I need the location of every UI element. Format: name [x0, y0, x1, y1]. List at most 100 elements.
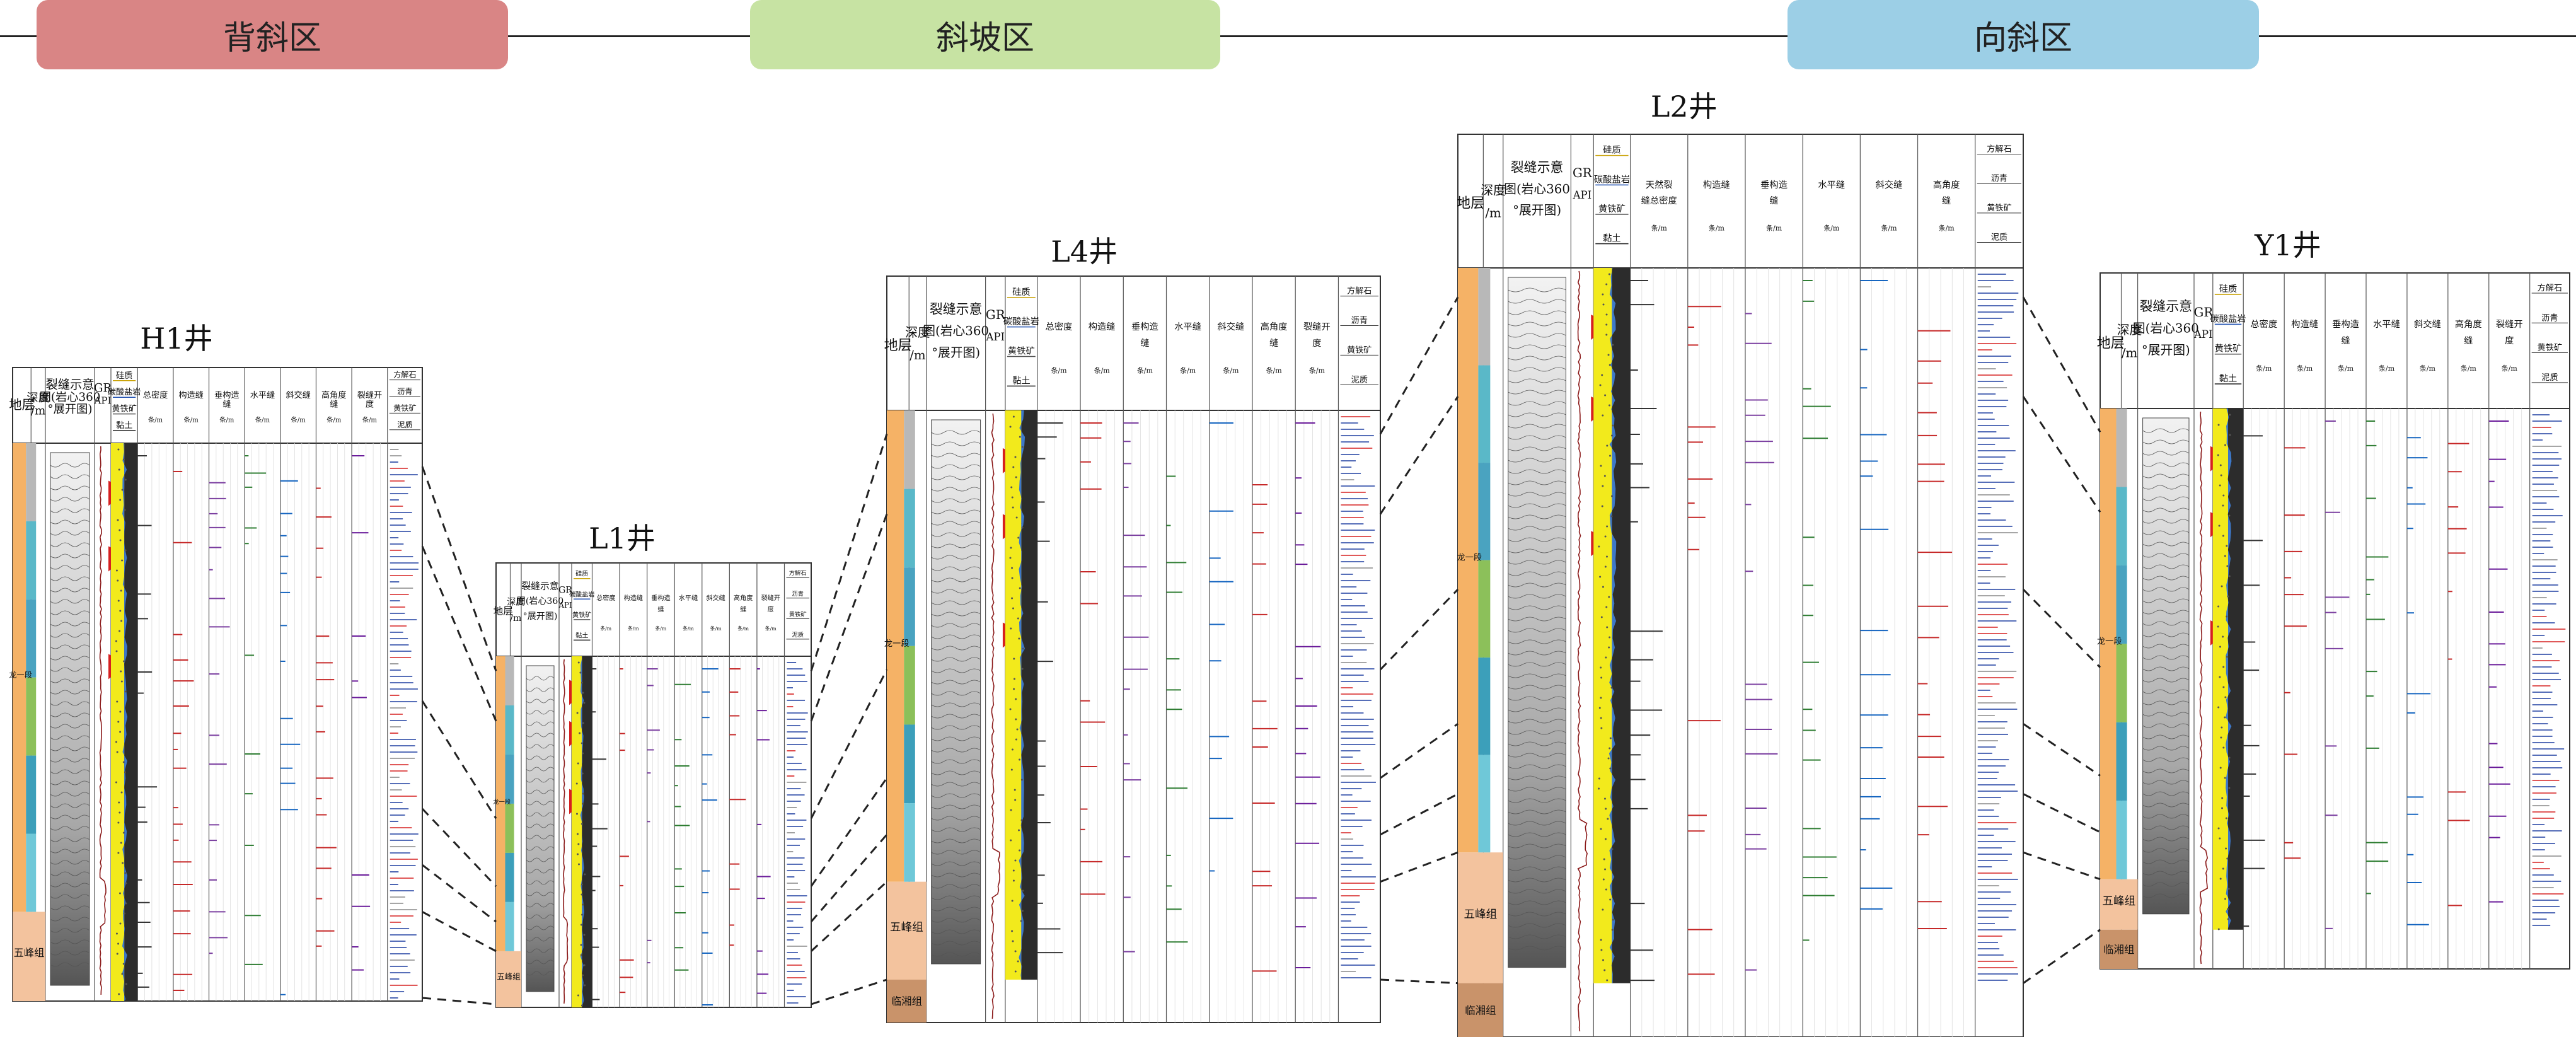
core-fracture-line	[526, 733, 555, 738]
sub-member-band	[26, 599, 37, 678]
mineral-dot	[2224, 898, 2227, 900]
mineral-dot	[1610, 495, 1613, 497]
gr-curve	[563, 659, 569, 1004]
core-fracture-line	[931, 759, 981, 764]
mineral-dot	[1598, 787, 1600, 790]
correlation-line	[810, 513, 888, 722]
mineral-dot	[2220, 474, 2222, 477]
formation-longyi-label: 龙一段	[493, 798, 511, 806]
mineral-dot	[120, 680, 123, 683]
core-fracture-line	[50, 519, 90, 524]
mineral-dot	[125, 983, 127, 985]
core-fracture-line	[50, 622, 90, 627]
core-fracture-line	[2142, 768, 2190, 773]
hdr-density-unit: 条/m	[362, 415, 378, 424]
mineral-dot	[123, 458, 125, 461]
core-fracture-line	[931, 952, 981, 957]
hdr-stratum: 地层	[2097, 335, 2125, 351]
core-fracture-line	[1508, 878, 1566, 883]
core-fracture-line	[1508, 310, 1566, 315]
core-fracture-line	[50, 531, 90, 536]
mineral-dot	[1605, 656, 1607, 659]
core-fracture-line	[526, 835, 555, 840]
mineral-dot	[1605, 555, 1608, 558]
core-fracture-line	[50, 792, 90, 797]
mineral-dot	[1602, 414, 1604, 417]
hdr-fracture-diagram: 图(岩心360	[2133, 322, 2199, 336]
mineral-dot	[2221, 797, 2224, 799]
mineral-dot	[1601, 505, 1603, 507]
core-fracture-line	[1508, 480, 1566, 485]
sub-member-band	[2116, 565, 2127, 644]
hdr-fill-col: 泥质	[1351, 374, 1368, 385]
core-fracture-line	[931, 725, 981, 730]
mineral-dot	[116, 751, 118, 753]
mineral-dot	[1019, 849, 1021, 852]
core-fracture-line	[50, 780, 90, 785]
core-fracture-line	[1508, 798, 1566, 803]
hdr-density-unit: 条/m	[765, 625, 777, 632]
core-fracture-line	[2142, 496, 2190, 501]
correlation-line	[421, 700, 497, 820]
core-fracture-line	[1508, 809, 1566, 814]
correlation-line	[421, 466, 497, 671]
core-fracture-line	[50, 860, 90, 865]
core-fracture-line	[1508, 628, 1566, 633]
core-fracture-line	[2142, 734, 2190, 739]
hdr-fracture-col: 斜交缝	[286, 390, 311, 400]
correlation-line	[810, 881, 888, 952]
mineral-dot	[1014, 970, 1017, 973]
sub-member-band	[505, 852, 514, 902]
mineral-dot	[2219, 646, 2221, 648]
formation-longmaxi	[1458, 268, 1479, 853]
sub-member-band	[1478, 365, 1491, 463]
hdr-fracture-col: 垂构造	[1760, 180, 1788, 190]
hdr-fracture-col: 缝	[2341, 335, 2350, 346]
core-fracture-line	[2142, 700, 2190, 705]
core-fracture-line	[526, 755, 555, 760]
mineral-dot	[1010, 547, 1012, 549]
core-fracture-line	[931, 691, 981, 696]
mineral-dot	[1011, 900, 1014, 902]
sub-member-band	[26, 443, 37, 521]
formation-wufeng-label: 五峰组	[1464, 908, 1497, 921]
formation-longyi-label: 龙一段	[2097, 636, 2122, 646]
core-fracture-line	[1508, 548, 1566, 553]
well-title: L1井	[589, 521, 656, 555]
mineral-dot	[1606, 979, 1609, 982]
core-fracture-line	[1508, 775, 1566, 780]
mineral-carbonate	[1609, 268, 1617, 983]
correlation-line	[810, 777, 888, 887]
correlation-line	[1379, 396, 1459, 515]
core-fracture-line	[50, 758, 90, 763]
core-fracture-line	[1508, 469, 1566, 474]
formation-longyi-label: 龙一段	[9, 670, 32, 680]
core-fracture-line	[2142, 802, 2190, 808]
core-fracture-line	[2142, 757, 2190, 762]
core-fracture-line	[1508, 458, 1566, 463]
mineral-dot	[577, 661, 580, 664]
core-fracture-line	[50, 542, 90, 547]
core-fracture-line	[50, 837, 90, 842]
mineral-dot	[1009, 708, 1012, 710]
mineral-dot	[582, 974, 584, 976]
mineral-dot	[2219, 484, 2221, 487]
mineral-carbonate	[1019, 410, 1025, 980]
core-fracture-line	[1508, 446, 1566, 451]
hdr-mineral: 黄铁矿	[112, 404, 137, 414]
core-fracture-line	[50, 769, 90, 774]
mineral-dot	[1606, 626, 1609, 629]
hdr-depth-unit: /m	[2122, 345, 2138, 360]
mineral-silica	[1593, 268, 1612, 983]
hdr-mineral: 碳酸盐岩	[1003, 316, 1039, 327]
hdr-fracture-col: 水平缝	[1818, 180, 1845, 190]
sub-member-band	[26, 833, 37, 912]
mineral-dot	[1610, 434, 1613, 437]
core-fracture-line	[931, 816, 981, 821]
hdr-density-unit: 条/m	[1309, 366, 1326, 374]
core-fracture-line	[50, 463, 90, 468]
well-title: L4井	[1051, 235, 1118, 269]
mineral-dot	[1600, 676, 1603, 679]
mineral-clay	[1021, 410, 1037, 980]
mineral-dot	[2222, 666, 2225, 668]
